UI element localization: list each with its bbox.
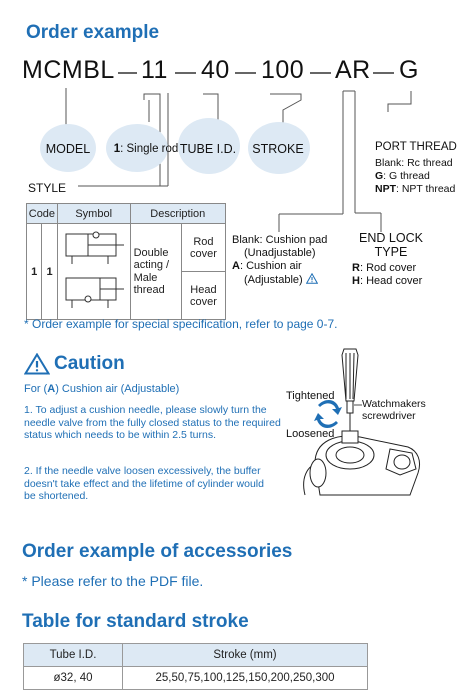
style-th-code: Code (26, 203, 58, 224)
model-label: MODEL (45, 142, 91, 156)
code-model: MCMBL (22, 56, 115, 84)
caution-heading: Caution (24, 353, 125, 375)
style-head-cover: Head cover (189, 283, 217, 308)
stroke-th-stroke: Stroke (mm) (122, 643, 368, 667)
style-symbol-cell (56, 223, 131, 320)
cushion-needle-figure (303, 348, 421, 496)
cushion-options: Blank: Cushion pad (Unadjustable) A: Cus… (232, 234, 327, 287)
single-rod-code: 1 (113, 143, 121, 155)
table-row: ø32, 40 25,50,75,100,125,150,200,250,300 (23, 666, 368, 690)
end-lock-r-desc: : Rod cover (359, 262, 417, 274)
caution-for-suffix: ) Cushion air (Adjustable) (55, 383, 180, 395)
cushion-adj: (Adjustable) (244, 274, 303, 286)
warning-icon (305, 272, 318, 284)
tube-bubble (178, 118, 240, 174)
style-code-cell: 1 1 (26, 223, 58, 320)
style-code-1: 1 (27, 224, 43, 319)
fig-loosened-label: Loosened (286, 428, 335, 440)
port-thread-title: PORT THREAD (375, 141, 457, 153)
end-lock-title: END LOCK TYPE (358, 231, 424, 259)
single-rod-label: 1: Single rod (100, 143, 192, 155)
port-npt-desc: : NPT thread (396, 183, 456, 195)
port-npt-code: NPT (375, 183, 396, 195)
fig-tightened-label: Tightened (286, 390, 335, 402)
special-spec-note: * Order example for special specificatio… (24, 317, 338, 331)
style-th-symbol: Symbol (56, 203, 131, 224)
order-code: MCMBL 11 40 100 AR G (22, 56, 442, 88)
port-thread-options: Blank: Rc thread G: G thread NPT: NPT th… (375, 157, 455, 196)
port-blank-code: Blank (375, 157, 402, 169)
single-rod-desc: : Single rod (120, 143, 179, 155)
code-port: G (399, 56, 419, 84)
caution-item-2: 2. If the needle valve loosen excessivel… (24, 465, 264, 502)
accessories-note: * Please refer to the PDF file. (22, 573, 204, 589)
port-blank-desc: : Rc thread (401, 157, 453, 169)
cushion-blank-code: Blank (232, 234, 260, 246)
end-lock-r-code: R (352, 262, 360, 274)
stroke-label: STROKE (252, 142, 304, 156)
style-rod-cover: Rod cover (181, 224, 225, 272)
cushion-a-desc: : Cushion air (239, 260, 302, 272)
cushion-blank-desc: : Cushion pad (259, 234, 328, 246)
cushion-unadj: (Unadjustable) (244, 247, 316, 259)
style-table: Code Symbol Description 1 1 (26, 203, 227, 320)
stroke-cell-tube: ø32, 40 (23, 666, 123, 690)
style-bubble (106, 124, 168, 172)
end-lock-h-code: H (352, 275, 360, 287)
end-lock-title-2: TYPE (374, 245, 408, 259)
style-th-description: Description (129, 203, 227, 224)
end-lock-h-desc: : Head cover (359, 275, 423, 287)
code-options: AR (335, 56, 371, 84)
caution-warning-icon (24, 353, 50, 375)
caution-for-a: A (47, 383, 56, 395)
stroke-th-tube: Tube I.D. (23, 643, 123, 667)
cushion-a-code: A (232, 260, 240, 272)
fig-screwdriver: screwdriver (362, 410, 416, 422)
stroke-bubble (248, 122, 310, 174)
order-diagram-lines (65, 72, 412, 232)
caution-for: For (A) Cushion air (Adjustable) (24, 383, 179, 395)
fig-watchmakers: Watchmakers (362, 398, 426, 410)
caution-title: Caution (54, 353, 125, 374)
style-code-2: 1 (46, 265, 53, 278)
stroke-cell-values: 25,50,75,100,125,150,200,250,300 (122, 666, 368, 690)
code-tube: 40 (201, 56, 230, 84)
standard-stroke-table: Tube I.D. Stroke (mm) ø32, 40 25,50,75,1… (23, 643, 368, 690)
caution-for-prefix: For ( (24, 383, 48, 395)
end-lock-title-1: END LOCK (359, 231, 423, 245)
order-example-heading: Order example (26, 22, 160, 43)
standard-stroke-heading: Table for standard stroke (22, 611, 249, 632)
style-label: STYLE (28, 181, 67, 195)
code-style: 11 (141, 56, 168, 84)
model-bubble (40, 124, 96, 172)
style-desc-main: Double acting / Male thread (129, 223, 182, 320)
tube-id-label: TUBE I.D. (179, 142, 237, 156)
accessories-heading: Order example of accessories (22, 541, 293, 562)
end-lock-options: R: Rod cover H: Head cover (352, 262, 422, 288)
fig-screwdriver-label: Watchmakers screwdriver (362, 398, 426, 422)
port-g-desc: : G thread (383, 170, 430, 182)
caution-item-1: 1. To adjust a cushion needle, please sl… (24, 404, 281, 441)
cylinder-symbol-icon (65, 231, 124, 308)
code-stroke: 100 (261, 56, 305, 84)
port-g-code: G (375, 170, 384, 182)
style-desc-sub: Rod cover Head cover (180, 223, 227, 320)
